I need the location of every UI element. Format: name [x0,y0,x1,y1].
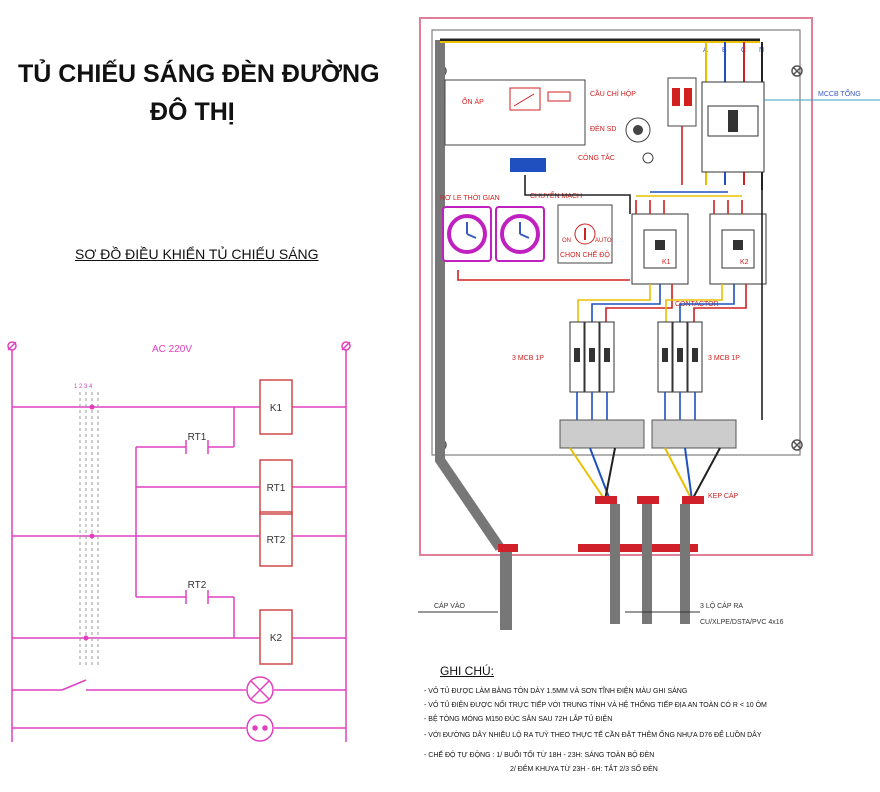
mcb-left-label: 3 MCB 1P [512,355,544,362]
contactor-k1-label: K1 [662,259,671,266]
mccb-label: MCCB TỔNG [818,89,861,98]
wire-numbers: 1 2 3 4 [74,384,93,390]
coil-k1-label: K1 [270,403,283,414]
supply-label: AC 220V [152,344,192,355]
coil-rt1-label: RT1 [267,483,286,494]
schematic-subtitle: SƠ ĐỒ ĐIỀU KHIỂN TỦ CHIẾU SÁNG [75,246,319,262]
coil-rt2-label: RT2 [267,535,286,546]
control-schematic: AC 220V 1 2 3 4 K1 RT1 RT1 RT2 RT2 K2 [7,341,351,742]
page-title-line2: ĐÔ THỊ [150,98,235,126]
incoming-cable-label: CÁP VÀO [434,601,466,610]
note-line: 2/ ĐÊM KHUYA TỪ 23H - 6H: TẮT 2/3 SỐ ĐÈN [510,766,658,773]
cable-spec-label: CU/XLPE/DSTA/PVC 4x16 [700,619,784,626]
indicator-lamp-label: ĐÈN SD [590,124,616,133]
switch-on-label: ON [562,238,571,244]
mode-select-label: CHỌN CHẾ ĐỘ [560,249,610,259]
note-line: - BỆ TÔNG MÓNG M150 ĐÚC SẴN SAU 72H LẮP … [424,716,613,723]
timer-relay-label: RƠ LE THỜI GIAN [440,193,500,202]
outgoing-circuits-label: 3 LỘ CÁP RA [700,601,743,610]
note-line: - VỎ TỦ ĐƯỢC LÀM BẰNG TÔN DÀY 1.5MM VÀ S… [424,688,688,695]
coil-k2-label: K2 [270,633,283,644]
mcb-right-label: 3 MCB 1P [708,355,740,362]
notes-title: GHI CHÚ: [440,664,494,678]
switch-auto-label: AUTO [595,238,612,244]
contactor-k2-label: K2 [740,259,749,266]
stabilizer-label: ỔN ÁP [462,97,484,106]
cable-clamp-label: KẸP CÁP [708,491,739,500]
contact-rt2-label: RT2 [188,580,207,591]
contact-rt1-label: RT1 [188,432,207,443]
cabinet-panel: A B C N ỔN ÁP CẦU CHÌ HỘP ĐÈN SD CÔNG TẮ… [418,17,880,630]
note-line: - CHẾ ĐỘ TỰ ĐỘNG : 1/ BUỔI TỐI TỪ 18H - … [424,752,655,759]
note-line: - VỎ TỦ ĐIỆN ĐƯỢC NỐI TRỰC TIẾP VỚI TRUN… [424,702,767,709]
note-line: - VỚI ĐƯỜNG DÂY NHIỀU LỘ RA TUỲ THEO THỰ… [424,732,762,739]
page-title: TỦ CHIẾU SÁNG ĐÈN ĐƯỜNG [18,60,380,88]
fuse-box-label: CẦU CHÌ HỘP [590,88,636,98]
switch-label: CÔNG TẮC [578,153,615,162]
